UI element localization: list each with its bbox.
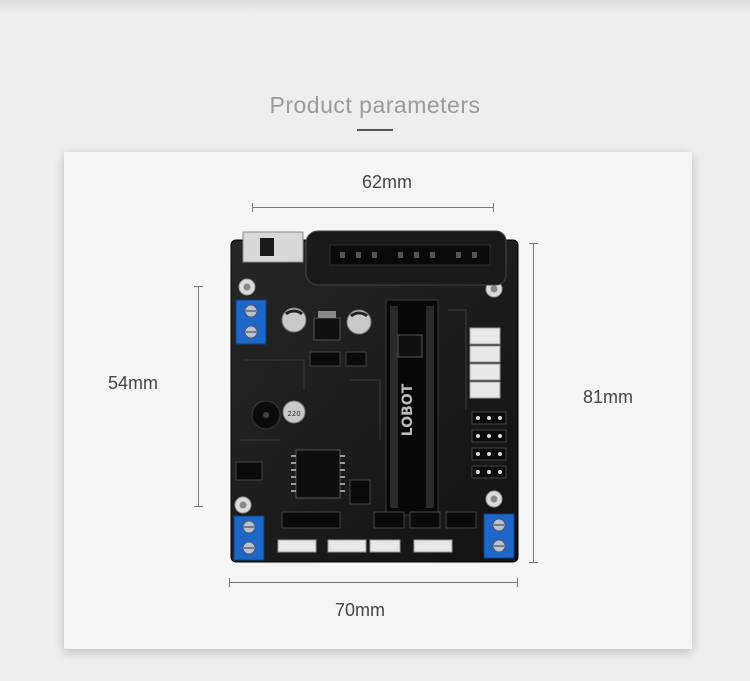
regulator	[313, 317, 341, 341]
capacitor-3	[282, 400, 306, 424]
terminal-block-bottom-right	[483, 513, 515, 559]
dimension-left-tick-bottom	[194, 506, 203, 507]
dimension-right-tick-top	[529, 243, 538, 244]
svg-text:220: 220	[287, 410, 300, 418]
dimension-right-label: 81mm	[583, 387, 634, 407]
page-title: Product parameters	[269, 92, 481, 118]
terminal-block-top-left	[235, 299, 267, 345]
bottom-headers	[281, 511, 477, 529]
dimension-left-tick-top	[194, 286, 203, 287]
white-connectors-right	[469, 327, 501, 399]
dimension-top-tick-right	[493, 203, 494, 212]
dimension-bottom-label: 70mm	[335, 600, 386, 620]
dimension-left-line	[198, 286, 199, 506]
dimension-left-label: 54mm	[108, 373, 159, 393]
board-logo: LOBOT	[400, 383, 416, 436]
dimension-bottom-line	[229, 582, 517, 583]
dimension-top-label: 62mm	[362, 172, 413, 192]
driver-ic	[295, 449, 341, 499]
dimension-right-line	[533, 243, 534, 562]
dimension-top-line	[252, 207, 493, 208]
dimension-bottom-tick-right	[517, 578, 518, 587]
terminal-block-bottom-left	[233, 515, 265, 561]
white-connectors-bottom	[277, 539, 453, 553]
top-shadow-band	[0, 0, 750, 14]
mosfet	[397, 334, 423, 358]
dimension-top-tick-left	[252, 203, 253, 212]
dimension-bottom-tick-left	[229, 578, 230, 587]
title-underline	[357, 129, 393, 131]
dimension-right-tick-bottom	[529, 562, 538, 563]
